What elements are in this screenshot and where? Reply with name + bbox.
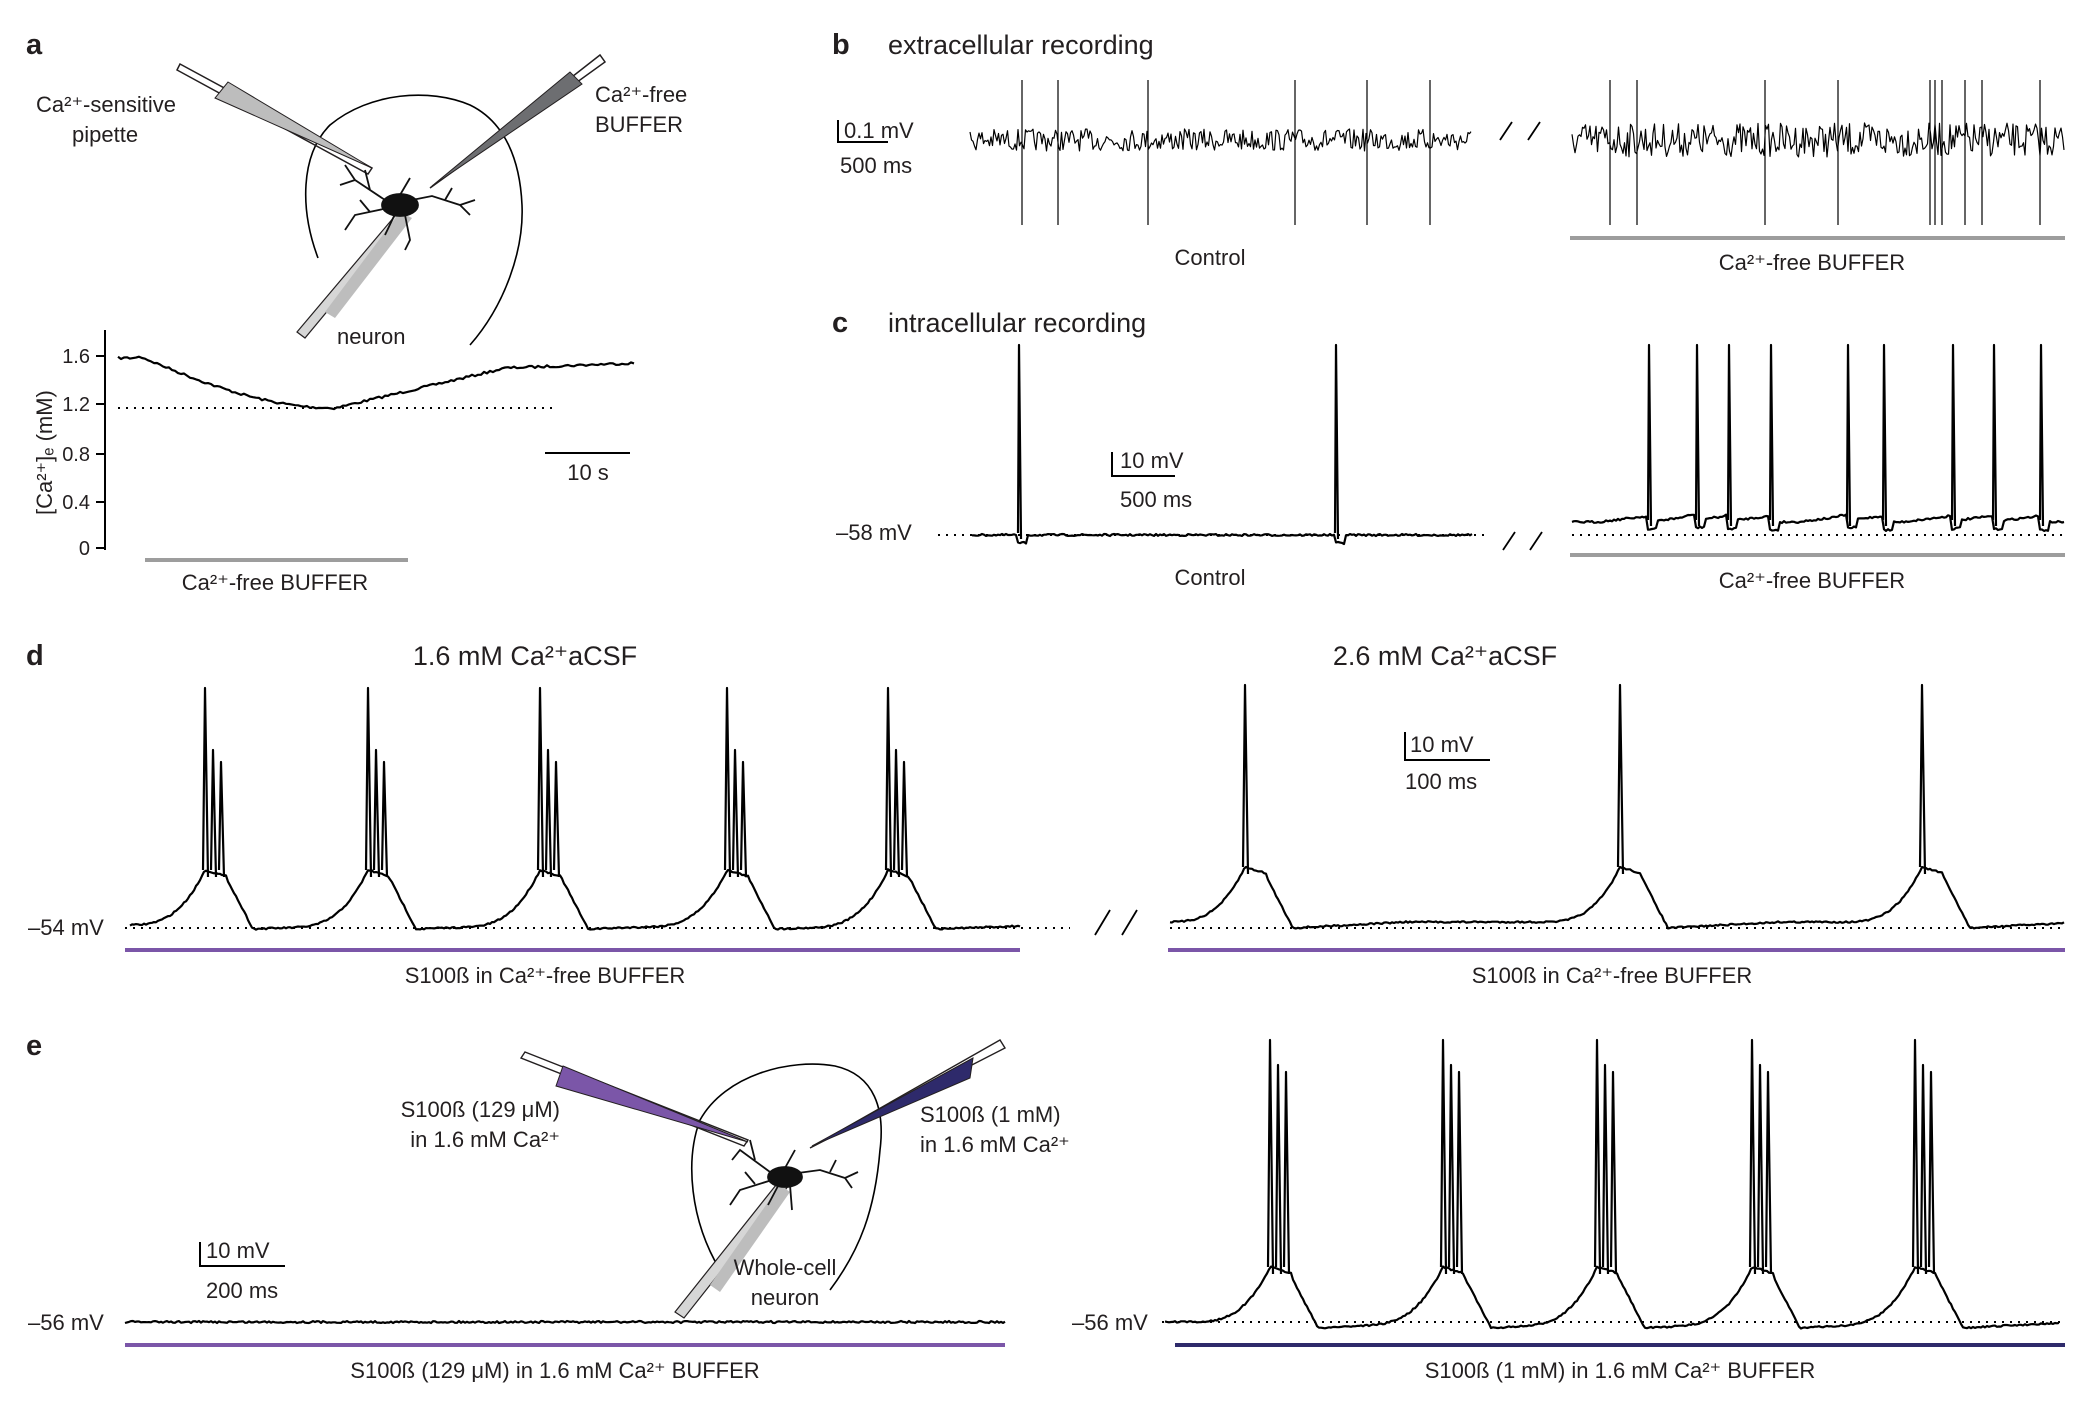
ytick-1-6: 1.6 — [62, 346, 90, 368]
panel-b-letter: b — [832, 29, 850, 61]
slice-outline-e — [691, 1063, 882, 1291]
intracellular-control-trace — [971, 343, 1473, 546]
slice-outline — [304, 94, 523, 346]
scale-bar-e — [199, 1242, 285, 1267]
d-left-label: S100ß in Ca²⁺-free BUFFER — [405, 963, 686, 988]
pipette-right-label-2: BUFFER — [595, 112, 683, 137]
intracellular-buffer-trace — [1571, 343, 2065, 532]
neuron-icon-e — [729, 1139, 859, 1211]
panel-d: d 1.6 mM Ca²⁺aCSF 2.6 mM Ca²⁺aCSF 10 mV … — [26, 640, 2065, 988]
ytick-0-4: 0.4 — [62, 492, 90, 514]
scale-bar-d — [1404, 732, 1490, 761]
axis-break-c — [1502, 531, 1543, 551]
baseline-e-right: –56 mV — [1072, 1310, 1148, 1335]
e-left-trace — [124, 1319, 1006, 1325]
scale-b-time: 500 ms — [840, 153, 912, 178]
panel-a: a Ca²⁺-sensitive pipette Ca²⁺-free BUFFE… — [26, 29, 687, 595]
panel-c-letter: c — [832, 307, 848, 339]
intracellular-buffer-label: Ca²⁺-free BUFFER — [1719, 568, 1905, 593]
ytick-0: 0 — [79, 538, 90, 560]
scale-d-voltage: 10 mV — [1410, 732, 1474, 757]
e-right-label: S100ß (1 mM) in 1.6 mM Ca²⁺ BUFFER — [1425, 1358, 1816, 1383]
scale-e-time: 200 ms — [206, 1278, 278, 1303]
buffer-pipette — [429, 53, 607, 189]
scale-bar-c — [1111, 452, 1175, 477]
time-scale-label: 10 s — [567, 460, 609, 485]
pipette-129-label-1: S100ß (129 μM) — [401, 1097, 560, 1122]
whole-cell-label-2: neuron — [751, 1285, 820, 1310]
ca-sensitive-pipette — [176, 62, 374, 175]
d-right-trace — [1169, 683, 2065, 930]
scale-b-voltage: 0.1 mV — [844, 118, 914, 143]
pipette-129-label-2: in 1.6 mM Ca²⁺ — [410, 1127, 560, 1152]
extracellular-control-trace — [969, 80, 1472, 225]
panel-d-letter: d — [26, 640, 44, 672]
baseline-c: –58 mV — [836, 520, 912, 545]
intracellular-control-label: Control — [1175, 565, 1246, 590]
baseline-d: –54 mV — [28, 915, 104, 940]
e-left-label: S100ß (129 μM) in 1.6 mM Ca²⁺ BUFFER — [350, 1358, 759, 1383]
ca-concentration-trace — [117, 355, 635, 411]
baseline-e-left: –56 mV — [28, 1310, 104, 1335]
neuron-label: neuron — [337, 324, 406, 349]
neuron-pipette — [296, 209, 412, 339]
scale-bar-b — [837, 120, 888, 143]
extracellular-buffer-label: Ca²⁺-free BUFFER — [1719, 250, 1905, 275]
s100b-129-pipette — [519, 1051, 750, 1147]
extracellular-control-label: Control — [1175, 245, 1246, 270]
panel-e-letter: e — [26, 1030, 42, 1062]
pipette-1mm-label-2: in 1.6 mM Ca²⁺ — [920, 1132, 1070, 1157]
pipette-right-label-1: Ca²⁺-free — [595, 82, 687, 107]
ca-ylabel: [Ca²⁺]ₑ (mM) — [32, 390, 57, 515]
scale-d-time: 100 ms — [1405, 769, 1477, 794]
panel-c-title: intracellular recording — [888, 308, 1146, 338]
buffer-bar-a-label: Ca²⁺-free BUFFER — [182, 570, 368, 595]
pipette-left-label-1: Ca²⁺-sensitive — [36, 92, 176, 117]
panel-b-title: extracellular recording — [888, 30, 1154, 60]
ytick-0-8: 0.8 — [62, 444, 90, 466]
axis-break-d — [1094, 909, 1138, 936]
d-right-label: S100ß in Ca²⁺-free BUFFER — [1472, 963, 1753, 988]
panel-a-letter: a — [26, 29, 43, 61]
extracellular-buffer-trace — [1571, 80, 2065, 225]
panel-b: b extracellular recording 0.1 mV 500 ms … — [832, 29, 2065, 275]
panel-d-title-right: 2.6 mM Ca²⁺aCSF — [1333, 641, 1557, 671]
whole-cell-label-1: Whole-cell — [734, 1255, 837, 1280]
panel-e: e S100ß (129 μM) in 1.6 mM Ca²⁺ S100ß (1… — [26, 1030, 2065, 1383]
axis-break-b — [1499, 121, 1541, 141]
ca-axis: 1.6 1.2 0.8 0.4 0 [Ca²⁺]ₑ (mM) — [32, 330, 106, 560]
scale-e-voltage: 10 mV — [206, 1238, 270, 1263]
pipette-1mm-label-1: S100ß (1 mM) — [920, 1102, 1061, 1127]
pipette-left-label-2: pipette — [72, 122, 138, 147]
scale-c-time: 500 ms — [1120, 487, 1192, 512]
scale-c-voltage: 10 mV — [1120, 448, 1184, 473]
panel-d-title-left: 1.6 mM Ca²⁺aCSF — [413, 641, 637, 671]
neuron-icon — [339, 164, 476, 251]
s100b-1mm-pipette — [809, 1039, 1006, 1149]
ytick-1-2: 1.2 — [62, 394, 90, 416]
d-left-trace — [129, 686, 1021, 931]
panel-c: c intracellular recording 10 mV 500 ms –… — [832, 307, 2065, 593]
e-right-trace — [1164, 1038, 2060, 1330]
